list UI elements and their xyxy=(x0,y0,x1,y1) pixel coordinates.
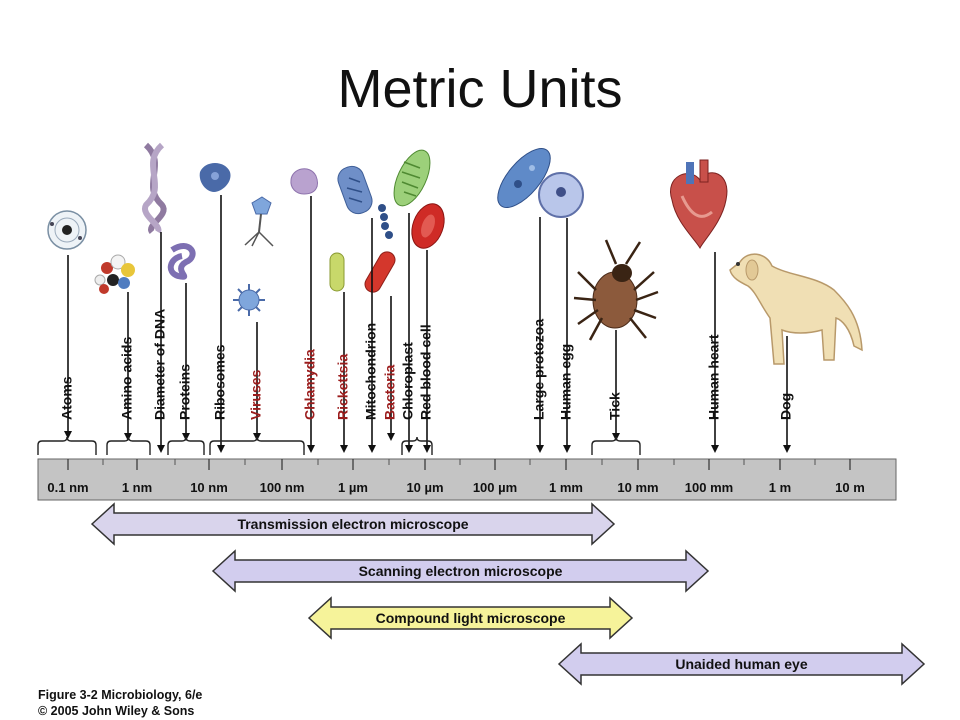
object-label-rickettsia: Rickettsia xyxy=(335,354,351,420)
slide-title: Metric Units xyxy=(337,59,623,119)
scale-tick-label: 100 µm xyxy=(473,480,517,495)
ribosome-icon xyxy=(199,163,231,192)
human-egg-icon xyxy=(538,172,584,218)
object-label-dog: Dog xyxy=(778,393,794,420)
scale-tick-label: 10 m xyxy=(835,480,865,495)
scale-tick-label: 10 nm xyxy=(190,480,228,495)
scale-tick-label: 1 µm xyxy=(338,480,368,495)
chlamydia-icon xyxy=(290,168,318,195)
object-labels: Atoms Amino acids Diameter of DNA Proteins R… xyxy=(59,309,794,420)
protein-icon xyxy=(167,243,196,280)
object-label-mitochondrion: Mitochondrion xyxy=(363,323,379,420)
object-label-large-protozoa: Large protozoa xyxy=(531,319,547,420)
range-label-unaided-human-eye: Unaided human eye xyxy=(675,656,807,672)
object-label-bacteria: Bacteria xyxy=(382,365,398,420)
heart-icon xyxy=(670,159,728,250)
scale-tick-label: 1 mm xyxy=(549,480,583,495)
dna-helix-icon xyxy=(142,142,167,234)
scale-ticks: 0.1 nm 1 nm 10 nm 100 nm 1 µm 10 µm 100 µm 1 mm… xyxy=(47,459,865,495)
rickettsia-icon xyxy=(329,252,345,292)
scale-tick-label: 10 mm xyxy=(617,480,658,495)
virus-icon xyxy=(233,196,274,316)
mitochondrion-icon xyxy=(337,165,373,215)
dog-icon xyxy=(729,253,863,365)
leader-lines xyxy=(64,195,791,453)
range-arrow-compound-light-microscope xyxy=(307,596,634,640)
object-label-red-blood-cell: Red blood cell xyxy=(418,324,434,420)
object-label-tick: Tick xyxy=(607,392,623,420)
bacteria-icon xyxy=(364,204,396,293)
scale-tick-label: 100 nm xyxy=(260,480,305,495)
object-label-human-heart: Human heart xyxy=(706,334,722,420)
scale-tick-label: 1 m xyxy=(769,480,791,495)
range-arrow-unaided-human-eye xyxy=(557,642,926,686)
tick-icon xyxy=(573,239,659,341)
object-label-human-egg: Human egg xyxy=(558,344,574,420)
figure-caption-line1: Figure 3-2 Microbiology, 6/e xyxy=(38,688,203,702)
object-label-ribosomes: Ribosomes xyxy=(212,344,228,420)
range-arrow-scanning-electron-microscope xyxy=(211,549,710,593)
range-brackets xyxy=(37,436,641,455)
range-label-transmission-electron-microscope: Transmission electron microscope xyxy=(237,516,468,532)
scale-tick-label: 100 mm xyxy=(685,480,733,495)
illustrations xyxy=(47,142,863,365)
molecule-icon xyxy=(94,254,135,294)
range-label-scanning-electron-microscope: Scanning electron microscope xyxy=(359,563,563,579)
scale-tick-label: 1 nm xyxy=(122,480,152,495)
range-label-compound-light-microscope: Compound light microscope xyxy=(376,610,566,626)
object-label-chlamydia: Chlamydia xyxy=(302,349,318,420)
protozoa-icon xyxy=(497,148,551,208)
range-arrow-transmission-electron-microscope xyxy=(90,502,616,546)
object-label-atoms: Atoms xyxy=(59,376,75,420)
scale-tick-label: 0.1 nm xyxy=(47,480,88,495)
figure-caption-line2: © 2005 John Wiley & Sons xyxy=(38,704,195,718)
red-blood-cell-icon xyxy=(411,203,445,249)
scale-bar xyxy=(37,458,897,501)
object-label-chloroplast: Chloroplast xyxy=(400,342,416,420)
object-label-amino-acids: Amino acids xyxy=(119,337,135,420)
object-label-viruses: Viruses xyxy=(248,369,264,420)
microscope-range-arrows: Transmission electron microscopeScanning… xyxy=(90,502,926,686)
chloroplast-icon xyxy=(393,149,431,207)
object-label-diameter-of-dna: Diameter of DNA xyxy=(152,309,168,420)
object-label-proteins: Proteins xyxy=(177,364,193,420)
atom-icon xyxy=(47,210,87,250)
scale-tick-label: 10 µm xyxy=(406,480,443,495)
